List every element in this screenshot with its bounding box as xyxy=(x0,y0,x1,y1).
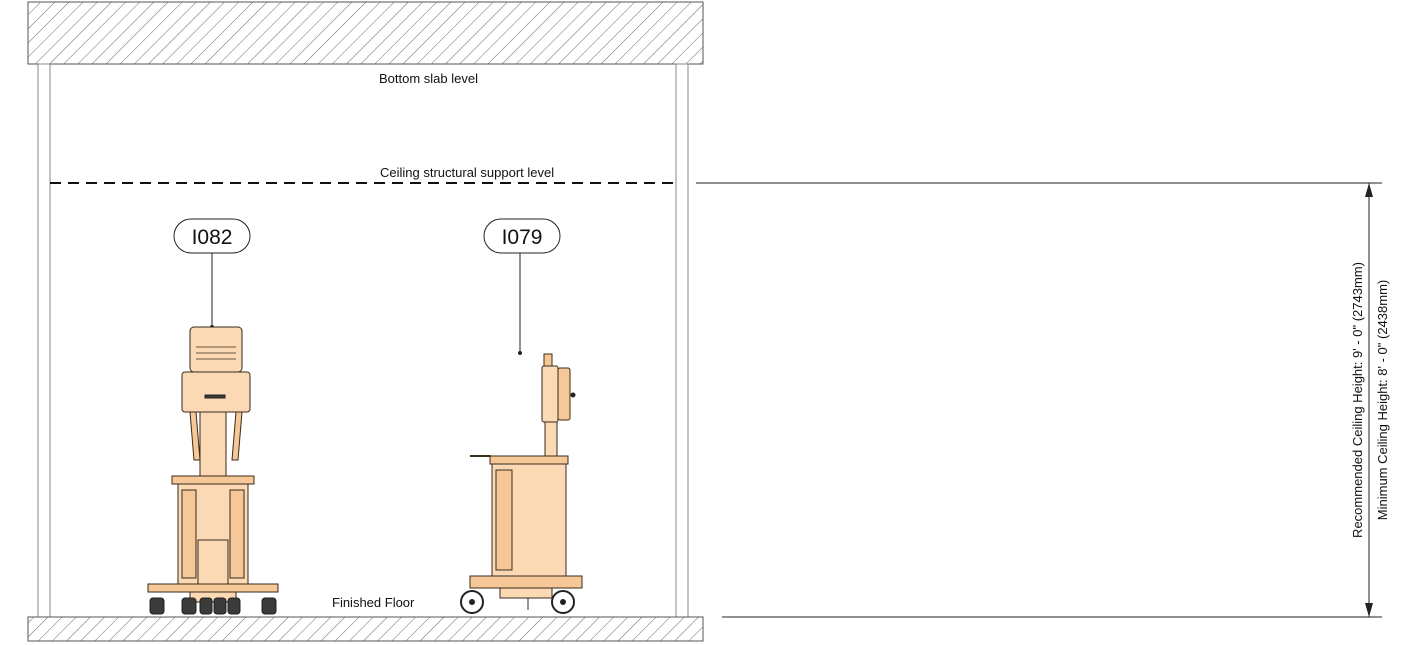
equipment-tag-label: I082 xyxy=(192,226,233,249)
recommended-ceiling-height-label: Recommended Ceiling Height: 9' - 0" (274… xyxy=(1350,262,1365,538)
equipment-tag-i082: I082 xyxy=(173,218,251,329)
equipment-i082-illustration xyxy=(147,326,279,615)
bottom-slab-label: Bottom slab level xyxy=(379,71,478,86)
ceiling-support-label: Ceiling structural support level xyxy=(380,165,554,180)
walls xyxy=(37,63,689,618)
finished-floor-label: Finished Floor xyxy=(332,595,415,610)
ceiling-height-dimension: Recommended Ceiling Height: 9' - 0" (274… xyxy=(1350,183,1390,617)
floor-slab xyxy=(27,616,704,642)
top-slab xyxy=(27,1,704,65)
equipment-i079-illustration xyxy=(460,353,583,614)
minimum-ceiling-height-label: Minimum Ceiling Height: 8' - 0" (2438mm) xyxy=(1375,280,1390,520)
equipment-tag-label: I079 xyxy=(502,226,543,249)
equipment-tag-i079: I079 xyxy=(483,218,561,355)
